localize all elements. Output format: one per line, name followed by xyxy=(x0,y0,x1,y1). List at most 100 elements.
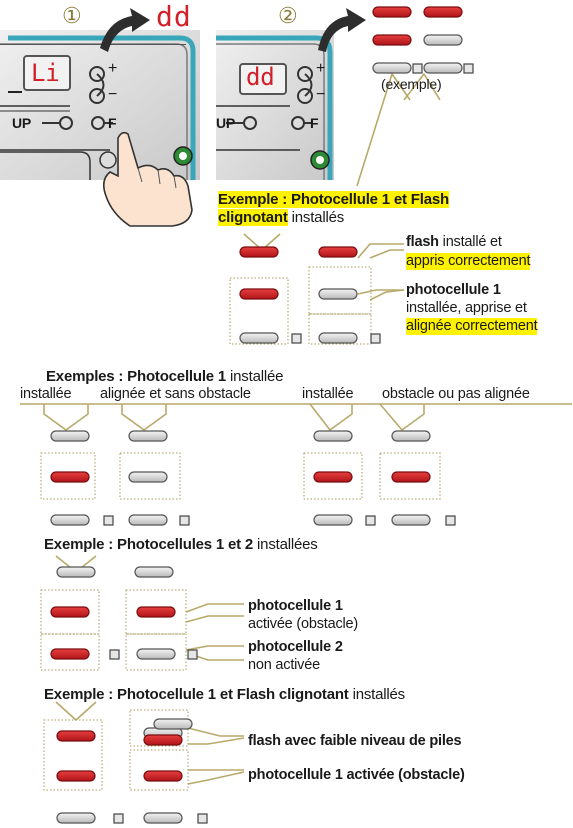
section2-col3-label: installée xyxy=(302,386,354,402)
exemple-note: (exemple) xyxy=(381,76,442,92)
led-indicators xyxy=(50,6,474,824)
photo1-obstacle-label: photocellule 1 activée (obstacle) xyxy=(248,767,465,783)
led-grey-81 xyxy=(143,812,183,824)
leader-line-66 xyxy=(185,615,244,623)
led-square-20 xyxy=(291,333,302,344)
section2-title: Exemples : Photocellule 1 installée xyxy=(46,368,283,385)
section1-title-line1: Exemple : Photocellule 1 et Flash xyxy=(218,191,449,208)
led-grey-58 xyxy=(134,566,174,578)
section3-title-bold: Exemple : Photocellules 1 et 2 xyxy=(44,536,254,553)
led-square-51 xyxy=(445,515,456,526)
led-square-82 xyxy=(197,813,208,824)
led-grey-44 xyxy=(50,514,90,526)
photo1-activated-rest: activée (obstacle) xyxy=(248,616,359,632)
hand-pressing-button xyxy=(102,131,193,227)
section3-title-rest: installées xyxy=(253,536,318,553)
leader-line-65 xyxy=(185,603,244,613)
section2-title-rest: installée xyxy=(226,368,284,385)
leader-lines xyxy=(20,73,572,785)
led-grey-57 xyxy=(56,566,96,578)
terminal-up-label-2: UP xyxy=(216,115,236,131)
leader-line-30 xyxy=(379,403,425,431)
step1-number: ① xyxy=(62,3,82,28)
section4-title-bold: Exemple : Photocellule 1 et Flash cligno… xyxy=(44,686,349,703)
minus-sign-1: − xyxy=(108,86,118,103)
photo1-label-bold: photocellule 1 xyxy=(406,282,501,298)
led-square-22 xyxy=(370,333,381,344)
leader-line-86 xyxy=(187,771,245,785)
flash-label-line2: appris correctement xyxy=(406,253,531,270)
dotted-frame-33 xyxy=(119,452,181,500)
led-red-59 xyxy=(50,606,90,618)
device-panel-step1 xyxy=(0,30,200,180)
led-red-75 xyxy=(143,734,183,746)
flash-label-bold: flash xyxy=(406,234,439,250)
dotted-frame-55 xyxy=(125,589,187,635)
led-grey-41 xyxy=(128,471,168,483)
led-red-73 xyxy=(56,730,96,742)
leader-line-23 xyxy=(357,243,404,259)
led-grey-4 xyxy=(423,34,463,46)
section3-title: Exemple : Photocellules 1 et 2 installée… xyxy=(44,536,318,553)
led-square-64 xyxy=(187,649,198,660)
leader-line-83 xyxy=(187,727,244,737)
leader-line-25 xyxy=(357,289,404,295)
section2-col2-label: alignée et sans obstacle xyxy=(100,386,251,402)
arrow-step2 xyxy=(318,8,366,52)
dotted-frame-56 xyxy=(125,633,187,671)
led-red-40 xyxy=(50,471,90,483)
leader-line-10 xyxy=(403,73,441,101)
leader-line-69 xyxy=(55,701,97,721)
led-grey-21 xyxy=(318,332,358,344)
dotted-frame-14 xyxy=(308,313,372,345)
led-square-6 xyxy=(412,63,423,74)
led-red-17 xyxy=(239,288,279,300)
photo1-activated-bold: photocellule 1 xyxy=(248,598,343,614)
leader-line-24 xyxy=(369,249,404,259)
section4-title: Exemple : Photocellule 1 et Flash cligno… xyxy=(44,686,405,703)
arrow-result-code: dd xyxy=(156,0,192,33)
led-red-16 xyxy=(318,246,358,258)
leader-line-68 xyxy=(195,655,244,661)
plus-sign-2: + xyxy=(316,60,326,77)
led-red-43 xyxy=(391,471,431,483)
leader-line-84 xyxy=(188,737,245,745)
led-red-3 xyxy=(372,34,412,46)
photo1-label-line3: alignée correctement xyxy=(406,318,538,335)
section1-title-line2-bold: clignotant xyxy=(218,209,288,226)
dotted-frame-32 xyxy=(40,452,96,500)
led-square-80 xyxy=(113,813,124,824)
led-grey-50 xyxy=(391,514,431,526)
led-red-61 xyxy=(50,648,90,660)
leader-line-28 xyxy=(121,404,167,431)
led-square-8 xyxy=(463,63,474,74)
section2-title-bold: Exemples : Photocellule 1 xyxy=(46,368,227,385)
terminal-up-label-1: UP xyxy=(12,115,32,131)
led-grey-7 xyxy=(423,62,463,74)
led-grey-48 xyxy=(313,514,353,526)
led-red-60 xyxy=(136,606,176,618)
led-red-78 xyxy=(143,770,183,782)
flash-low-battery-label: flash avec faible niveau de piles xyxy=(248,733,462,749)
section1-title-line2: clignotant installés xyxy=(218,209,344,226)
led-square-62 xyxy=(109,649,120,660)
photo2-notactivated-rest: non activée xyxy=(248,657,320,673)
dotted-frame-34 xyxy=(303,452,363,500)
led-grey-63 xyxy=(136,648,176,660)
section2-col4-label: obstacle ou pas alignée xyxy=(382,386,530,402)
device-panel-step2 xyxy=(216,30,334,180)
leader-line-27 xyxy=(43,404,89,431)
section1-title-line2-rest: installés xyxy=(287,209,345,226)
dotted-frame-12 xyxy=(229,277,289,345)
terminal-f-label-2: F xyxy=(310,115,319,131)
led-grey-37 xyxy=(128,430,168,442)
dotted-frame-13 xyxy=(308,266,372,315)
display-step2: dd xyxy=(246,63,275,91)
plus-sign-1: + xyxy=(108,60,118,77)
arrow-step1 xyxy=(100,8,150,52)
dotted-frame-71 xyxy=(129,709,189,747)
flash-label-rest: installé et xyxy=(438,234,502,250)
led-red-77 xyxy=(56,770,96,782)
